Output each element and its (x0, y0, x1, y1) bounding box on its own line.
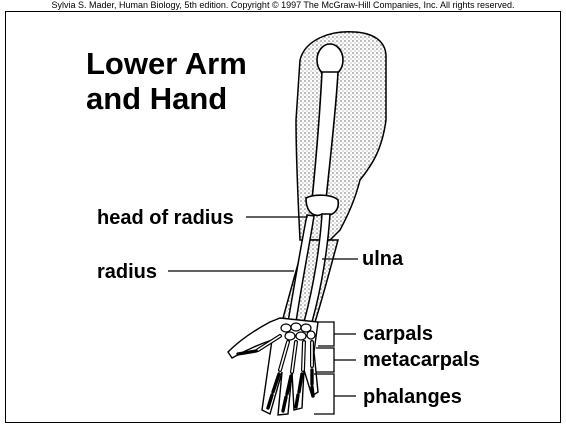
label-head-of-radius: head of radius (97, 206, 234, 230)
label-ulna: ulna (362, 247, 403, 271)
label-carpals: carpals (363, 322, 433, 346)
label-metacarpals: metacarpals (363, 348, 480, 372)
label-radius: radius (97, 260, 157, 284)
label-phalanges: phalanges (363, 385, 462, 409)
